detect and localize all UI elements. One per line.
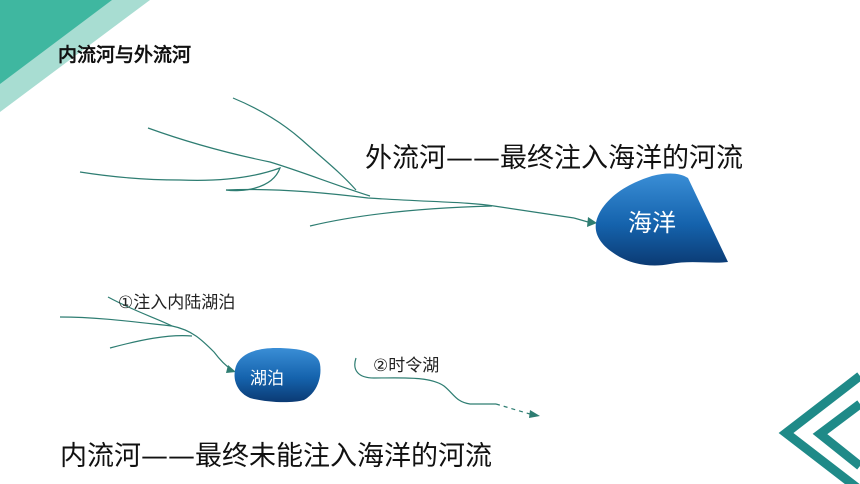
interior-river-system xyxy=(59,296,540,418)
seasonal-river xyxy=(354,357,496,405)
corner-decoration-dark xyxy=(0,0,112,84)
inner-branch-left xyxy=(107,296,173,327)
seasonal-arrow-head xyxy=(529,410,540,418)
note-inland-lake: ①注入内陆湖泊 xyxy=(118,293,236,313)
seasonal-river-dashed xyxy=(495,403,531,415)
ocean-label: 海洋 xyxy=(628,209,676,237)
note-seasonal-lake: ②时令湖 xyxy=(373,356,440,376)
river-arrow xyxy=(573,217,589,223)
river-branch-upper xyxy=(147,127,371,197)
river-branch-lower xyxy=(309,205,493,227)
lake-shape xyxy=(234,348,321,403)
inner-arrow-head xyxy=(226,365,236,373)
river-branch-middle xyxy=(79,166,282,192)
outer-river-definition: 外流河——最终注入海洋的河流 xyxy=(365,143,743,174)
river-arrow-head xyxy=(587,217,597,227)
river-branch-top xyxy=(232,97,357,191)
exterior-river-system xyxy=(79,97,597,227)
chevron-inner-decoration xyxy=(812,400,860,470)
chevron-outer-decoration xyxy=(778,372,860,484)
lake-label: 湖泊 xyxy=(250,369,284,389)
ocean-shape xyxy=(595,173,728,266)
inner-river-definition: 内流河——最终未能注入海洋的河流 xyxy=(60,441,492,472)
river-main-channel xyxy=(225,188,575,219)
inner-branch-lower xyxy=(109,335,193,349)
inner-branch-upper xyxy=(59,316,233,371)
slide-title: 内流河与外流河 xyxy=(58,44,192,66)
